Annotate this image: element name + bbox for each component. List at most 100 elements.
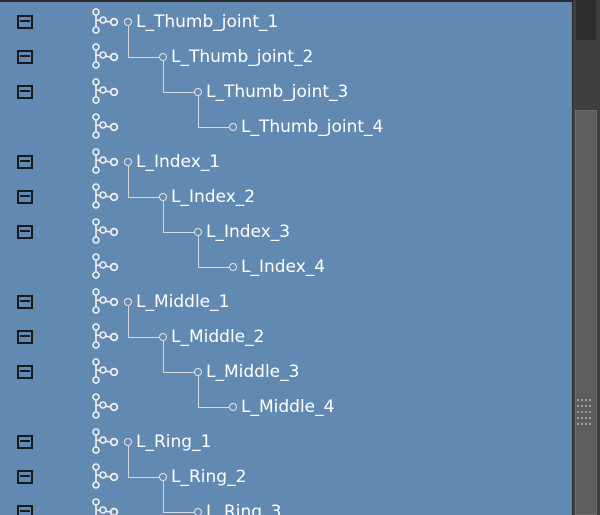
tree-connector [128, 306, 129, 337]
outliner-row[interactable]: L_Middle_4 [0, 376, 572, 424]
outliner-row[interactable]: L_Thumb_joint_4 [0, 96, 572, 144]
outliner-row[interactable]: L_Ring_3 [0, 481, 572, 515]
tree-connector [163, 481, 164, 512]
collapse-minus-icon[interactable] [17, 330, 33, 344]
collapse-minus-icon[interactable] [17, 225, 33, 239]
joint-node-icon [89, 393, 123, 419]
tree-node-icon [124, 158, 132, 166]
joint-name-label[interactable]: L_Thumb_joint_3 [206, 82, 349, 102]
outliner-row[interactable]: L_Middle_2 [0, 306, 572, 354]
collapse-minus-icon[interactable] [17, 295, 33, 309]
joint-name-label[interactable]: L_Index_4 [241, 257, 326, 277]
grip-dot [585, 405, 587, 407]
joint-name-label[interactable]: L_Middle_3 [206, 362, 300, 382]
tree-node-icon [194, 88, 202, 96]
joint-name-label[interactable]: L_Index_2 [171, 187, 256, 207]
joint-node-icon [89, 498, 123, 515]
joint-name-label[interactable]: L_Thumb_joint_2 [171, 47, 314, 67]
collapse-minus-icon[interactable] [17, 50, 33, 64]
outliner-row[interactable]: L_Thumb_joint_3 [0, 61, 572, 109]
grip-dot [589, 423, 591, 425]
outliner-row[interactable]: L_Thumb_joint_2 [0, 26, 572, 74]
joint-name-label[interactable]: L_Index_3 [206, 222, 291, 242]
collapse-minus-icon[interactable] [17, 15, 33, 29]
joint-node-icon [89, 323, 123, 349]
grip-dot [589, 405, 591, 407]
joint-name-label[interactable]: L_Ring_1 [136, 432, 212, 452]
grip-dot [577, 405, 579, 407]
tree-node-icon [194, 508, 202, 515]
grip-dot [581, 417, 583, 419]
outliner-row[interactable]: L_Middle_3 [0, 341, 572, 389]
joint-node-icon [89, 183, 123, 209]
grip-dot [585, 423, 587, 425]
joint-name-label[interactable]: L_Thumb_joint_1 [136, 12, 279, 32]
joint-node-icon [89, 78, 123, 104]
outliner-row[interactable]: L_Index_1 [0, 144, 572, 179]
outliner-row[interactable]: L_Middle_1 [0, 284, 572, 319]
grip-dot [577, 411, 579, 413]
tree-connector [128, 197, 159, 198]
tree-connector [163, 512, 194, 513]
collapse-minus-icon[interactable] [17, 505, 33, 515]
tree-node-icon [229, 263, 237, 271]
joint-name-label[interactable]: L_Thumb_joint_4 [241, 117, 384, 137]
joint-name-label[interactable]: L_Index_1 [136, 152, 221, 172]
scrollbar-thumb[interactable] [575, 110, 597, 515]
grip-dot [577, 417, 579, 419]
scrollbar-track[interactable] [576, 0, 596, 40]
grip-dot [577, 399, 579, 401]
tree-node-icon [124, 18, 132, 26]
tree-connector [198, 96, 199, 127]
collapse-minus-icon[interactable] [17, 85, 33, 99]
collapse-minus-icon[interactable] [17, 190, 33, 204]
joint-node-icon [89, 253, 123, 279]
tree-connector [163, 232, 194, 233]
outliner-row[interactable]: L_Ring_2 [0, 446, 572, 494]
tree-connector [128, 166, 129, 197]
grip-dot [581, 399, 583, 401]
outliner-row[interactable]: L_Index_3 [0, 201, 572, 249]
grip-dot [585, 399, 587, 401]
tree-connector [198, 376, 199, 407]
collapse-minus-icon[interactable] [17, 365, 33, 379]
grip-dot [589, 417, 591, 419]
tree-node-icon [124, 298, 132, 306]
tree-connector [198, 127, 229, 128]
grip-dot [589, 411, 591, 413]
joint-name-label[interactable]: L_Middle_2 [171, 327, 265, 347]
outliner-row[interactable]: L_Index_2 [0, 166, 572, 214]
vertical-scrollbar[interactable] [572, 0, 600, 515]
tree-connector [198, 236, 199, 267]
grip-dot [585, 417, 587, 419]
joint-node-icon [89, 358, 123, 384]
joint-node-icon [89, 113, 123, 139]
collapse-minus-icon[interactable] [17, 470, 33, 484]
tree-node-icon [229, 123, 237, 131]
tree-node-icon [159, 473, 167, 481]
joint-node-icon [89, 148, 123, 174]
outliner-row[interactable]: L_Thumb_joint_1 [0, 4, 572, 39]
joint-name-label[interactable]: L_Middle_4 [241, 397, 335, 417]
tree-node-icon [194, 368, 202, 376]
tree-connector [163, 61, 164, 92]
tree-connector [163, 92, 194, 93]
outliner-row[interactable]: L_Ring_1 [0, 424, 572, 459]
grip-dot [581, 411, 583, 413]
resize-grip-icon[interactable] [572, 395, 600, 435]
joint-name-label[interactable]: L_Ring_2 [171, 467, 247, 487]
collapse-minus-icon[interactable] [17, 155, 33, 169]
tree-connector [128, 477, 159, 478]
tree-connector [128, 337, 159, 338]
joint-name-label[interactable]: L_Middle_1 [136, 292, 230, 312]
outliner-row[interactable]: L_Index_4 [0, 236, 572, 284]
tree-connector [163, 341, 164, 372]
joint-node-icon [89, 428, 123, 454]
tree-connector [198, 407, 229, 408]
collapse-minus-icon[interactable] [17, 435, 33, 449]
tree-node-icon [159, 333, 167, 341]
tree-node-icon [124, 438, 132, 446]
joint-name-label[interactable]: L_Ring_3 [206, 502, 282, 515]
